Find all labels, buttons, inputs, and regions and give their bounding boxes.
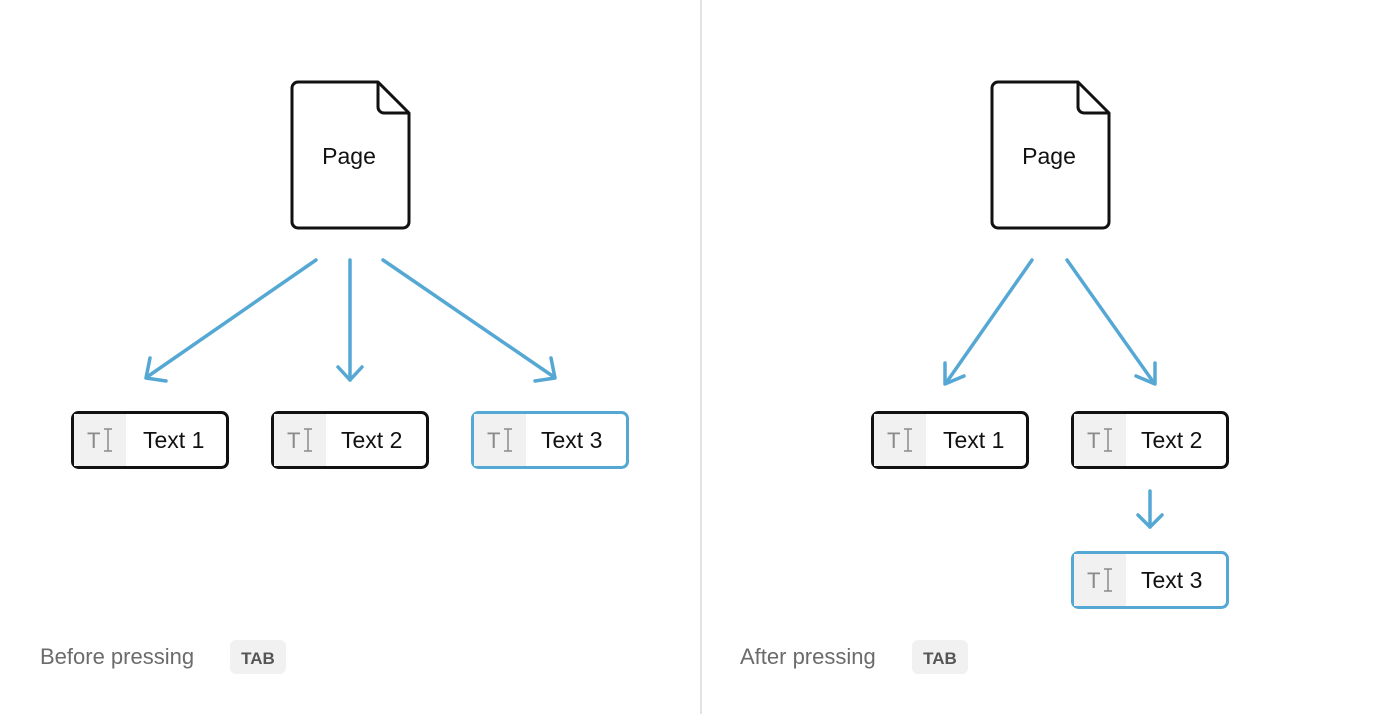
text-block-1[interactable]: T Text 1 [871, 411, 1029, 469]
block-label: Text 1 [143, 427, 204, 453]
block-label: Text 2 [1141, 427, 1202, 453]
before-panel: Page T Text 1 T Text 2 T Text 3 [40, 80, 629, 674]
text-type-icon: T [87, 428, 100, 453]
text-block-2[interactable]: T Text 2 [1071, 411, 1229, 469]
tab-key-badge: TAB [230, 640, 286, 674]
page-label: Page [322, 143, 376, 169]
text-type-icon: T [287, 428, 300, 453]
page-node: Page [290, 80, 411, 230]
arrow-to-text-3 [1136, 489, 1164, 529]
arrow-to-text-2 [336, 258, 364, 382]
arrow-to-text-3 [381, 258, 557, 383]
text-type-icon: T [487, 428, 500, 453]
arrow-to-text-1 [144, 258, 318, 383]
text-type-icon: T [887, 428, 900, 453]
page-label: Page [1022, 143, 1076, 169]
svg-text:TAB: TAB [923, 649, 957, 668]
block-label: Text 3 [541, 427, 602, 453]
caption: After pressing [740, 644, 876, 669]
tab-key-badge: TAB [912, 640, 968, 674]
block-label: Text 1 [943, 427, 1004, 453]
text-block-3-highlighted[interactable]: T Text 3 [1071, 551, 1229, 609]
text-type-icon: T [1087, 428, 1100, 453]
arrow-to-text-2 [1065, 258, 1157, 386]
caption: Before pressing [40, 644, 194, 669]
arrow-to-text-1 [943, 258, 1034, 386]
page-node: Page [990, 80, 1111, 230]
text-type-icon: T [1087, 568, 1100, 593]
after-panel: Page T Text 1 T Text 2 T Text 3 [740, 80, 1229, 674]
text-block-1[interactable]: T Text 1 [71, 411, 229, 469]
svg-text:TAB: TAB [241, 649, 275, 668]
block-label: Text 2 [341, 427, 402, 453]
block-label: Text 3 [1141, 567, 1202, 593]
text-block-3-highlighted[interactable]: T Text 3 [471, 411, 629, 469]
text-block-2[interactable]: T Text 2 [271, 411, 429, 469]
